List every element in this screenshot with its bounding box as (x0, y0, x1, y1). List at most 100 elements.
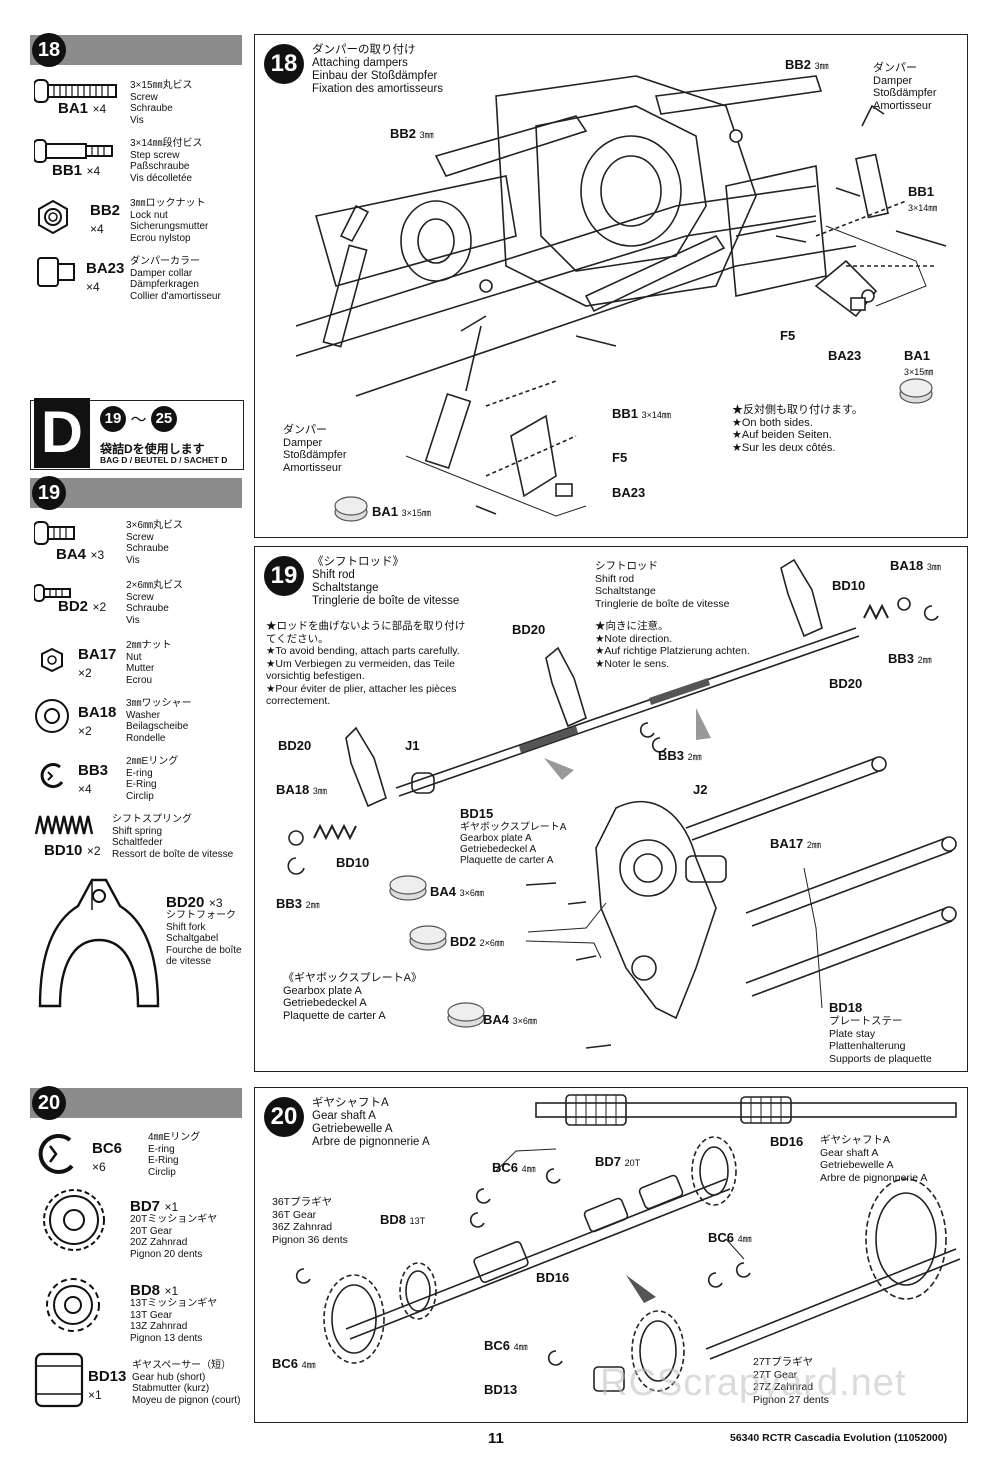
s19-ba17-label: BA17 2㎜ (770, 836, 821, 851)
bd10-code: BD10 (44, 842, 83, 859)
s19-bb3-tr-size: 2㎜ (917, 655, 932, 665)
bb1-code: BB1 (52, 162, 83, 179)
s20-gear27-label: 27Tプラギヤ 27T Gear 27Z Zahnrad Pignon 27 d… (753, 1356, 829, 1406)
bb1-part-code: BB1 ×4 (52, 162, 100, 180)
bd10-description: シフトスプリング Shift spring Schaltfeder Ressor… (112, 814, 234, 860)
bag-d-ja-text: 袋詰Dを使用します (100, 442, 205, 456)
s19-bd2-label: BD2 2×6㎜ (450, 934, 504, 949)
bd8-13t-gear-icon (46, 1278, 100, 1332)
bag-d-letter: D (34, 398, 90, 468)
s19-bb3-left-size: 2㎜ (305, 900, 320, 910)
s20-bd7-label: BD7 20T (595, 1154, 640, 1169)
s20-bc6-right-size: 4㎜ (737, 1234, 752, 1244)
s19-bb3-mid-code: BB3 (658, 748, 685, 763)
s18-f5-right-label: F5 (780, 328, 796, 343)
s19-caution-note: ★ロッドを曲げないように部品を取り付け てください。 ★To avoid ben… (266, 620, 466, 707)
s20-bd16-description: ギヤシャフトA Gear shaft A Getriebewelle A Arb… (820, 1134, 928, 1184)
s20-bc6-left-label: BC6 4㎜ (272, 1356, 316, 1371)
s19-bb3-left-code: BB3 (276, 896, 303, 911)
s19-j1-label: J1 (405, 738, 420, 753)
step20-big-number: 20 (264, 1097, 304, 1137)
bb1-step-screw-icon (34, 139, 113, 163)
ba18-washer-icon (35, 699, 69, 733)
step20-gear-shaft-drawing (295, 1094, 961, 1392)
s19-ba4-b-label: BA4 3×6㎜ (483, 1012, 537, 1027)
bb2-description: 3㎜ロックナット Lock nut Sicherungsmutter Ecrou… (130, 198, 209, 244)
step20-diagram-panel (254, 1087, 968, 1423)
s20-bd16-top-label: BD16 (770, 1134, 804, 1149)
ba23-qty: ×4 (86, 280, 100, 294)
ba1-code: BA1 (58, 100, 89, 117)
step18-big-number: 18 (264, 44, 304, 84)
step19-diagram-panel (254, 546, 968, 1072)
bd20-shift-fork-icon (38, 878, 160, 1008)
s19-ba18-tr-size: 3㎜ (926, 562, 941, 572)
s18-bb1-mid-code: BB1 (612, 406, 639, 421)
s18-bb2-left-code: BB2 (390, 126, 417, 141)
bc6-qty: ×6 (92, 1160, 106, 1174)
bd13-gear-hub-icon (34, 1352, 84, 1408)
s19-ba4-a-size: 3×6㎜ (459, 888, 484, 898)
s20-bd7-size: 20T (624, 1158, 641, 1168)
s20-bc6-left-code: BC6 (272, 1356, 299, 1371)
ba18-description: 3㎜ワッシャー Washer Beilagscheibe Rondelle (126, 698, 192, 744)
bd8-qty: ×1 (164, 1284, 179, 1298)
step18-diagram-panel (254, 34, 968, 538)
bb3-part-code: BB3×4 (78, 762, 108, 798)
s19-bd18-label: BD18 (829, 1000, 863, 1015)
ba17-code: BA17 (78, 646, 117, 663)
ba4-screw-icon (34, 521, 75, 545)
s19-bd10-tr-label: BD10 (832, 578, 866, 593)
bd13-part-code: BD13×1 (88, 1368, 126, 1404)
bc6-part-code: BC6×6 (92, 1140, 122, 1176)
s18-bb1-right-size: 3×14㎜ (908, 203, 938, 213)
ba4-qty: ×3 (90, 548, 105, 562)
bd7-part-code: BD7 ×1 (130, 1198, 178, 1216)
bd2-qty: ×2 (92, 600, 107, 614)
step19-shift-rod-drawing (287, 558, 957, 1049)
s19-bd15-description: ギヤボックスプレートA Gearbox plate A Getriebedeck… (460, 822, 567, 866)
s20-bc6-bottom-size: 4㎜ (513, 1342, 528, 1352)
bd7-qty: ×1 (164, 1200, 179, 1214)
s19-bb3-mid-label: BB3 2㎜ (658, 748, 702, 763)
s20-bc6-right-code: BC6 (708, 1230, 735, 1245)
bd10-spring-icon (34, 815, 94, 835)
s19-j2-label: J2 (693, 782, 708, 797)
s19-bd2-size: 2×6㎜ (479, 938, 504, 948)
bag-d-sub-text: BAG D / BEUTEL D / SACHET D (100, 455, 228, 465)
ba23-part-code: BA23 ×4 (86, 260, 124, 296)
bd13-qty: ×1 (88, 1388, 102, 1402)
bc6-description: 4㎜Eリング E-ring E-Ring Circlip (148, 1132, 201, 1178)
s19-ba18-left-code: BA18 (276, 782, 310, 797)
s20-bd13-label: BD13 (484, 1382, 518, 1397)
s18-damper-right-label: ダンパー Damper Stoßdämpfer Amortisseur (873, 62, 937, 112)
s20-bc6-bottom-code: BC6 (484, 1338, 511, 1353)
s20-bc6-top-label: BC6 4㎜ (492, 1160, 536, 1175)
s19-bd20-mid-label: BD20 (512, 622, 546, 637)
s19-bd20-left-label: BD20 (278, 738, 312, 753)
bb3-code: BB3 (78, 762, 109, 779)
bd7-code: BD7 (130, 1198, 161, 1215)
ba1-screw-icon (34, 79, 117, 103)
s20-bd7-code: BD7 (595, 1154, 622, 1169)
ba1-part-code: BA1 ×4 (58, 100, 106, 118)
s18-ba23-mid-label: BA23 (612, 485, 646, 500)
bd20-description: シフトフォーク Shift fork Schaltgabel Fourche d… (166, 910, 242, 967)
s18-ba1-bottom-size: 3×15㎜ (401, 508, 431, 518)
s19-bd10-left-label: BD10 (336, 855, 370, 870)
bd7-description: 20Tミッションギヤ 20T Gear 20Z Zahnrad Pignon 2… (130, 1214, 218, 1260)
bb3-qty: ×4 (78, 782, 92, 796)
ba17-qty: ×2 (78, 666, 92, 680)
s19-ba17-size: 2㎜ (806, 840, 821, 850)
ba23-code: BA23 (86, 260, 125, 277)
step18-number-badge: 18 (32, 33, 66, 67)
ba1-qty: ×4 (92, 102, 107, 116)
bd2-code: BD2 (58, 598, 89, 615)
bd2-description: 2×6㎜丸ビス Screw Schraube Vis (126, 580, 183, 626)
s18-both-sides-note: ★反対側も取り付けます。 ★On both sides. ★Auf beiden… (732, 404, 863, 454)
s18-ba23-right-label: BA23 (828, 348, 862, 363)
s19-bb3-tr-label: BB3 2㎜ (888, 651, 932, 666)
bb2-code: BB2 (90, 202, 121, 219)
s18-ba1-bottom-code: BA1 (372, 504, 399, 519)
